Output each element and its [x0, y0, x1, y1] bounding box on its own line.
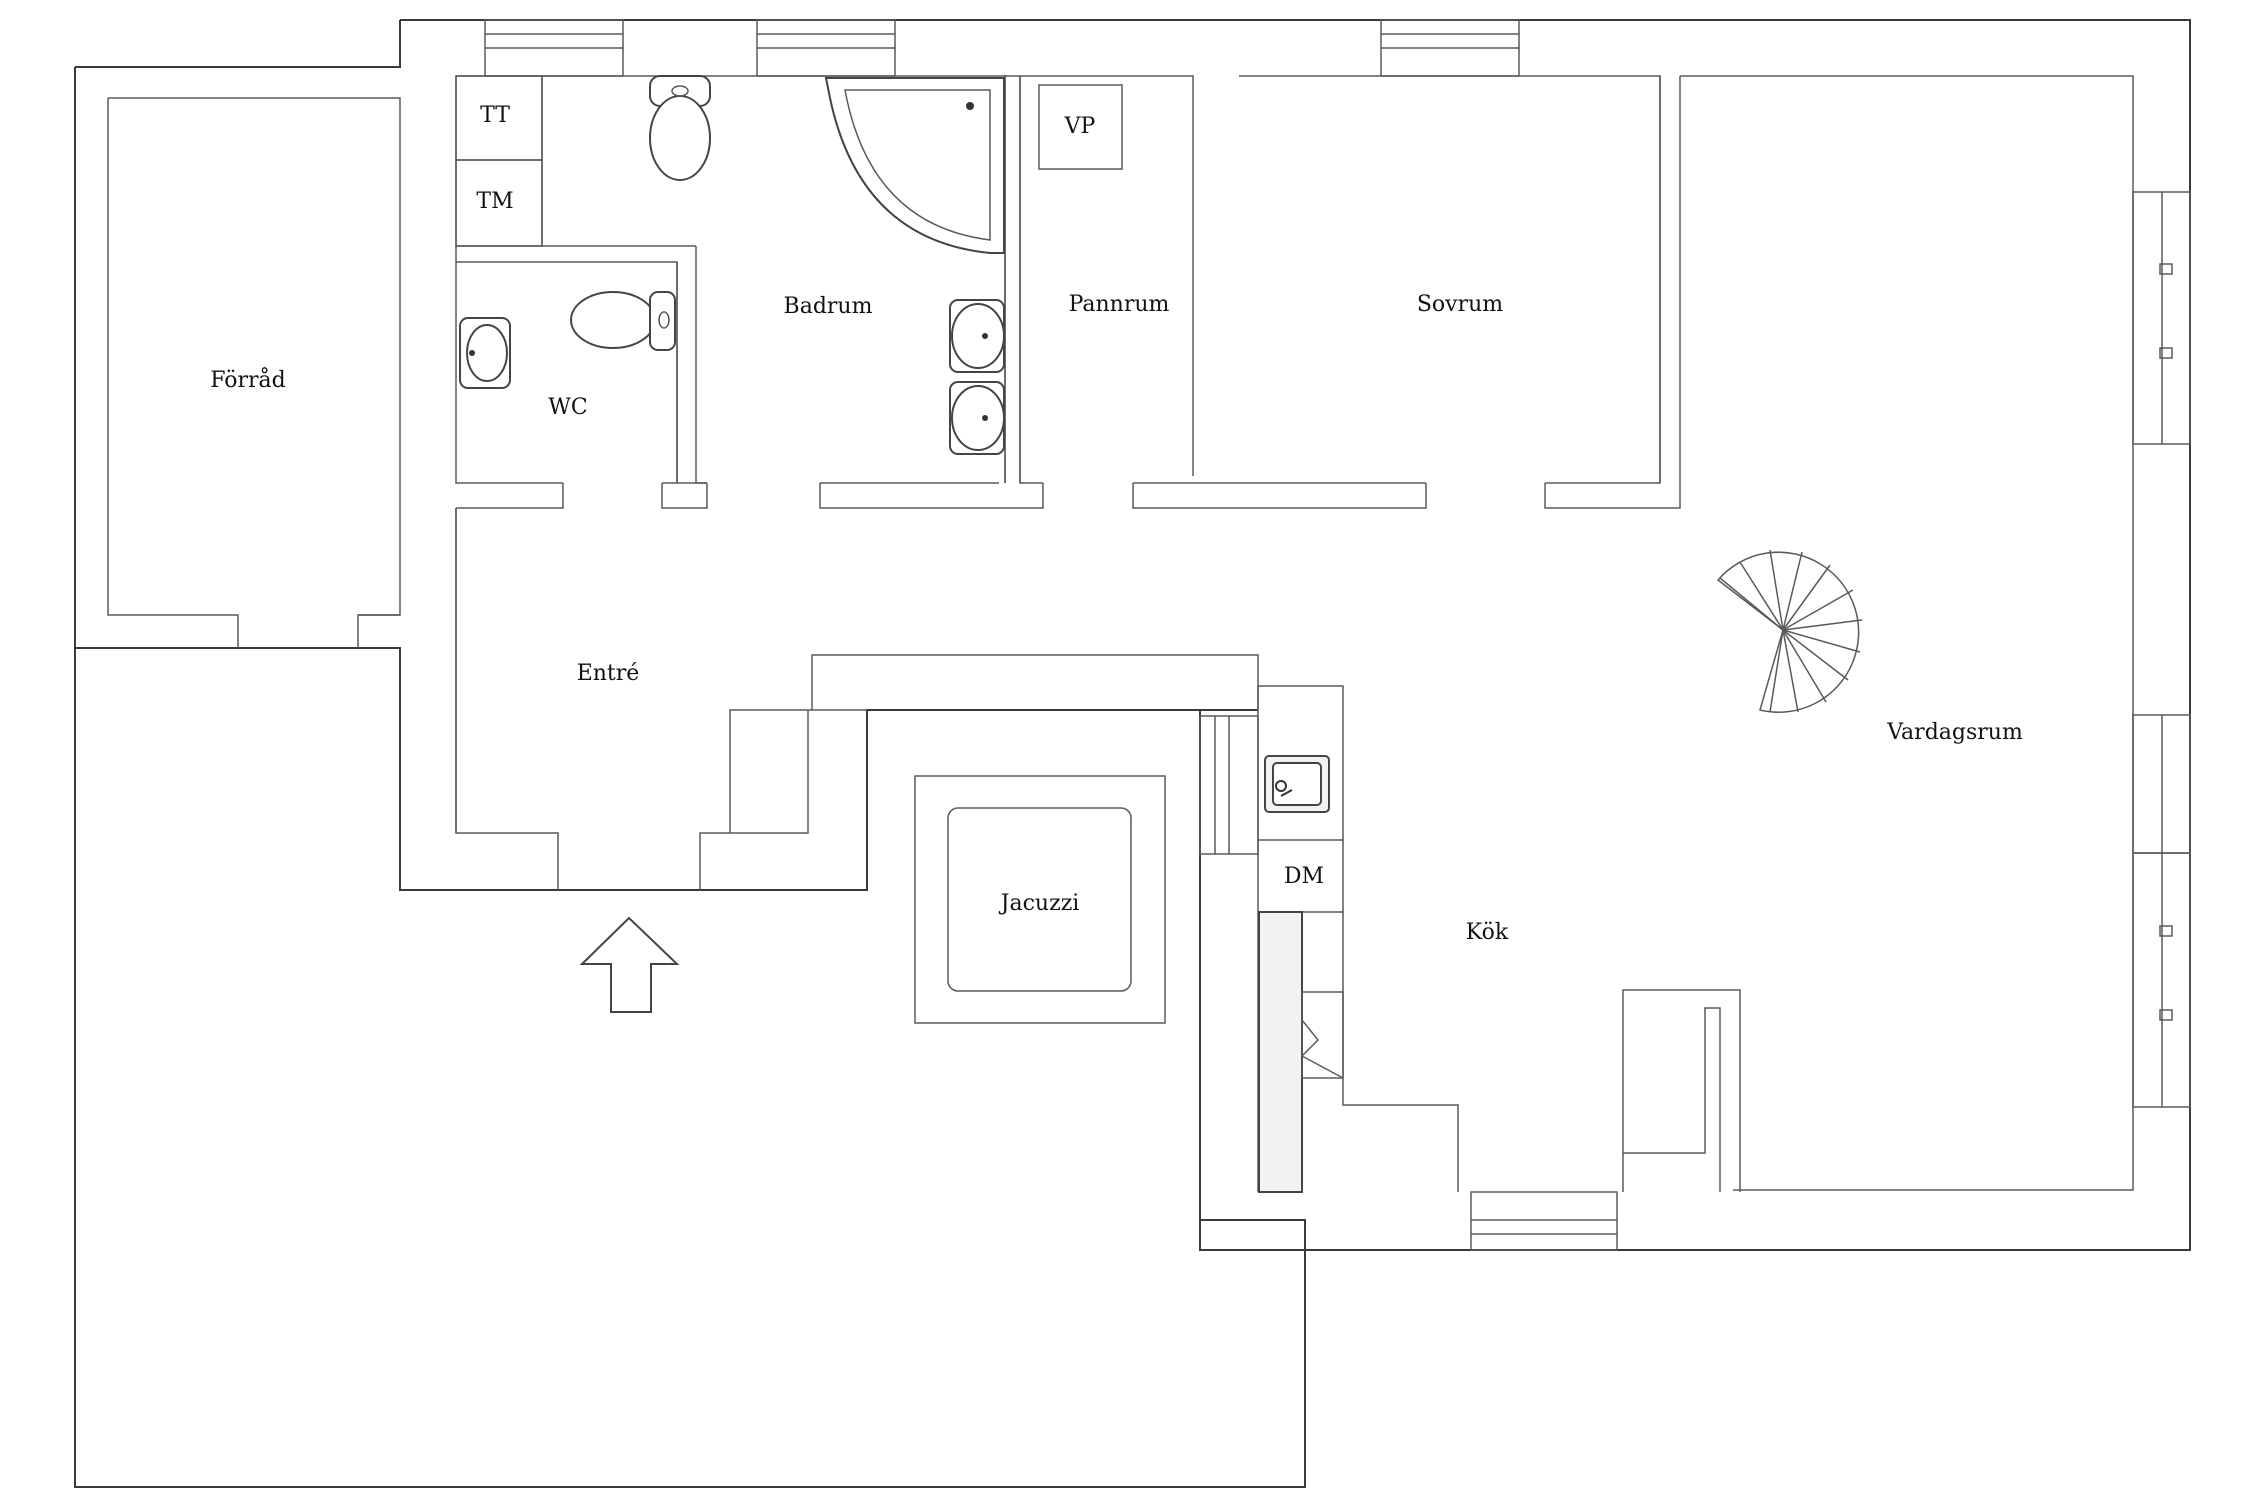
- room-label-pannrum: Pannrum: [1069, 292, 1170, 317]
- utility-cabinets: [455, 75, 543, 247]
- room-label-badrum: Badrum: [784, 294, 873, 319]
- bathroom-toilet: [649, 75, 711, 181]
- entrance-walls: [455, 508, 1459, 1192]
- entrance-arrow-icon: [579, 916, 680, 1013]
- room-label-sovrum: Sovrum: [1417, 292, 1503, 317]
- room-label-vp: VP: [1064, 114, 1096, 139]
- room-label-forrad: Förråd: [210, 366, 286, 393]
- kitchen-fixtures: [1257, 686, 1741, 1193]
- room-label-wc: WC: [548, 395, 587, 420]
- room-label-dm: DM: [1284, 864, 1324, 889]
- room-label-entre: Entré: [577, 661, 640, 686]
- spiral-staircase-icon: [1716, 549, 1863, 713]
- room-label-tt: TT: [480, 103, 510, 128]
- wc-room: [456, 76, 707, 484]
- outer-walls: [74, 19, 2191, 1488]
- room-label-vardagsrum: Vardagsrum: [1886, 720, 2023, 745]
- wc-sink: [459, 317, 511, 389]
- room-label-kok: Kök: [1466, 920, 1509, 945]
- room-label-jacuzzi: Jacuzzi: [999, 891, 1080, 916]
- storage-room: [107, 97, 401, 648]
- wc-toilet: [570, 291, 676, 351]
- room-label-tm: TM: [476, 189, 513, 214]
- windows: [484, 19, 2191, 1251]
- jacuzzi: [914, 775, 1166, 1024]
- boiler-room: [1019, 76, 1123, 483]
- corner-bathtub: [824, 77, 1005, 254]
- bathroom-fixtures: [949, 76, 1006, 483]
